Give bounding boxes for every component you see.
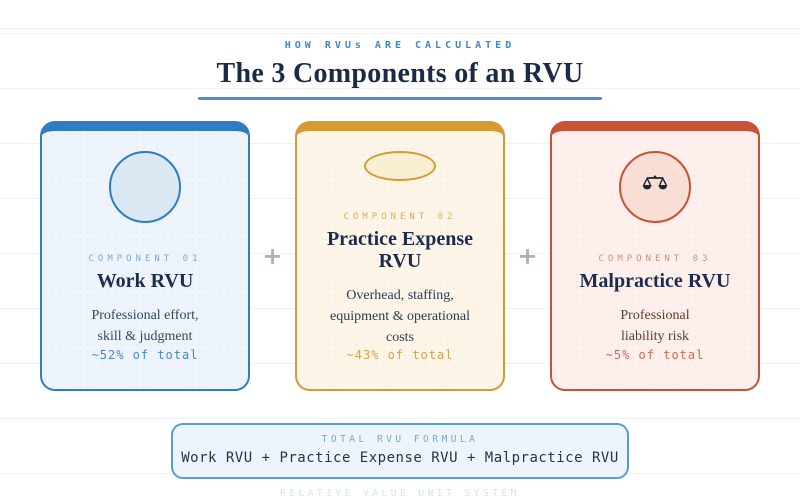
- components-row: COMPONENT 01 Work RVU Professional effor…: [0, 121, 800, 391]
- component-label: COMPONENT 02: [343, 212, 457, 222]
- scales-icon: [641, 173, 669, 202]
- card-practice-expense-rvu: COMPONENT 02 Practice Expense RVU Overhe…: [295, 121, 505, 391]
- component-label: COMPONENT 01: [88, 254, 202, 264]
- malpractice-circle: [619, 151, 691, 223]
- total-rvu-formula-box: TOTAL RVU FORMULA Work RVU + Practice Ex…: [171, 423, 629, 479]
- component-label: COMPONENT 03: [598, 254, 712, 264]
- eyebrow-text: HOW RVUs ARE CALCULATED: [284, 40, 516, 51]
- card-title: Work RVU: [96, 270, 194, 292]
- header: HOW RVUs ARE CALCULATED The 3 Components…: [0, 0, 800, 100]
- share-of-total: ~5% of total: [605, 348, 705, 362]
- card-description: Professional liability risk: [620, 308, 690, 344]
- formula-text: Work RVU + Practice Expense RVU + Malpra…: [181, 450, 619, 466]
- formula-label: TOTAL RVU FORMULA: [321, 434, 479, 445]
- card-title: Malpractice RVU: [579, 270, 731, 292]
- share-of-total: ~52% of total: [91, 348, 199, 362]
- share-of-total: ~43% of total: [346, 348, 454, 362]
- card-malpractice-rvu: COMPONENT 03 Malpractice RVU Professiona…: [550, 121, 760, 391]
- card-work-rvu: COMPONENT 01 Work RVU Professional effor…: [40, 121, 250, 391]
- page-title: The 3 Components of an RVU: [216, 58, 584, 89]
- formula-section: TOTAL RVU FORMULA Work RVU + Practice Ex…: [0, 423, 800, 479]
- plus-separator: +: [262, 242, 283, 270]
- plus-separator: +: [517, 242, 538, 270]
- practice-expense-circle: [364, 151, 436, 181]
- card-title: Practice Expense RVU: [326, 228, 474, 272]
- work-rvu-circle: [109, 151, 181, 223]
- title-underline: [198, 97, 602, 100]
- card-description: Overhead, staffing, equipment & operatio…: [330, 288, 470, 345]
- footer-caption: RELATIVE VALUE UNIT SYSTEM: [280, 488, 520, 499]
- card-description: Professional effort, skill & judgment: [91, 308, 199, 344]
